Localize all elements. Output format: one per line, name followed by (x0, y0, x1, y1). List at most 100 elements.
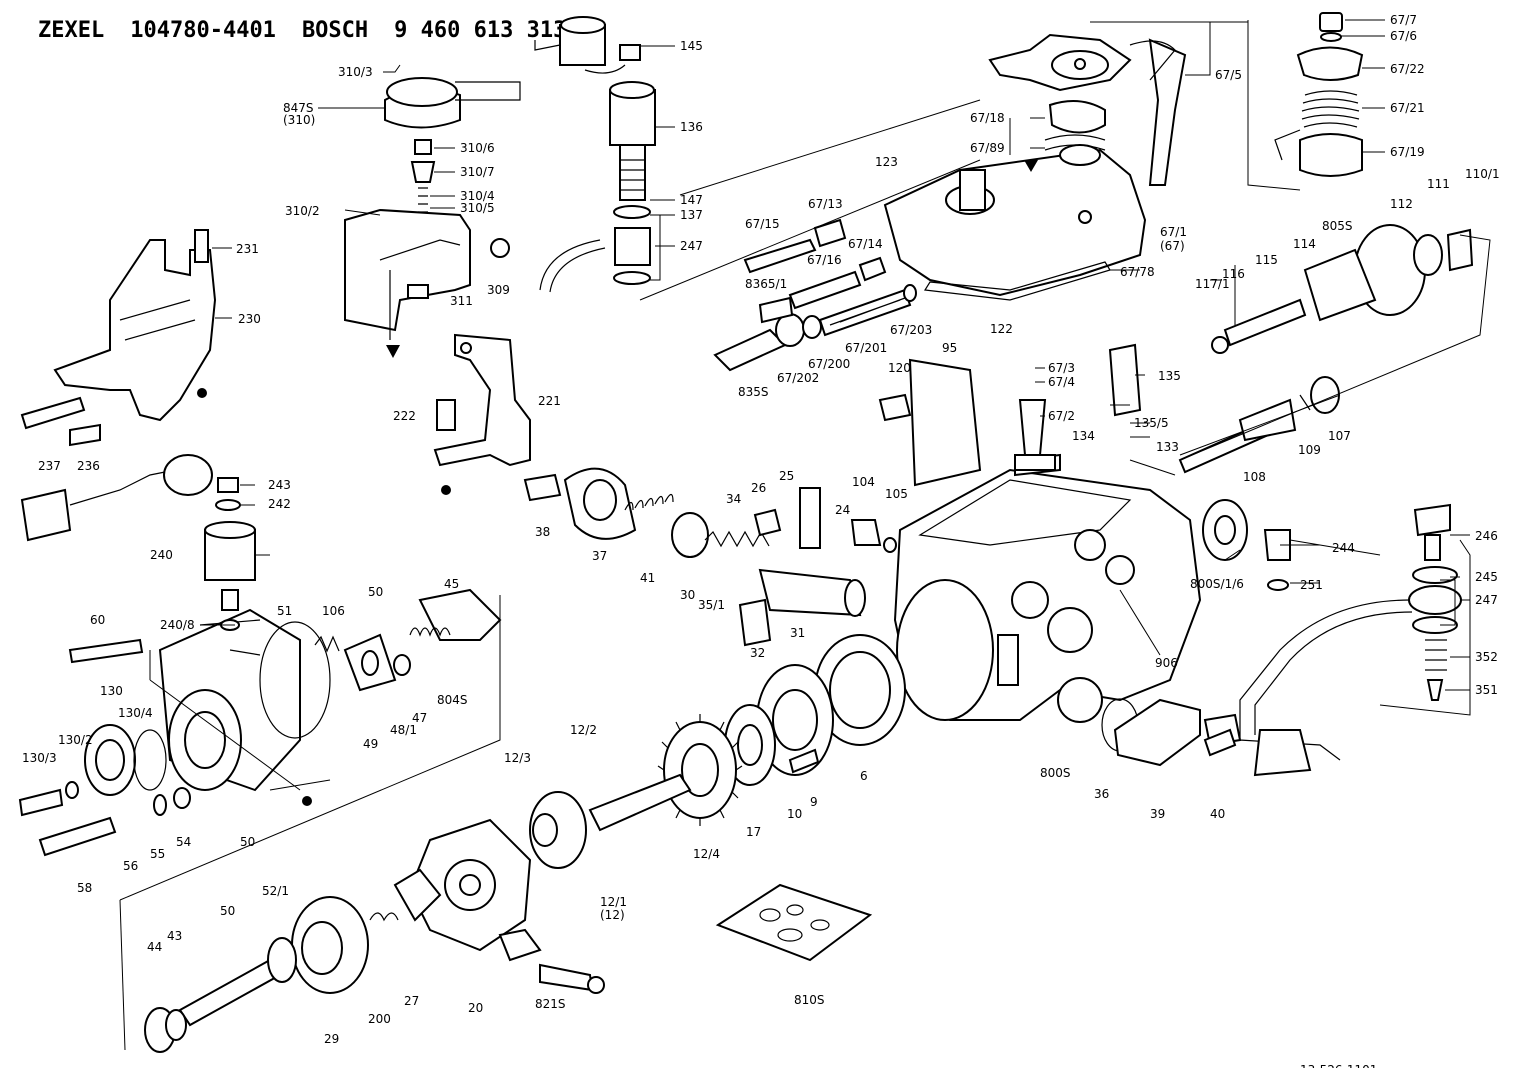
label-117-1: 117/1 (1195, 277, 1230, 291)
label-136: 136 (680, 120, 703, 134)
label-34: 34 (726, 492, 741, 506)
label-135-5: 135/5 (1134, 416, 1169, 430)
label-67-89: 67/89 (970, 141, 1005, 155)
leader-lines (200, 19, 1470, 691)
label-39: 39 (1150, 807, 1165, 821)
flyweight-assembly (1211, 224, 1474, 354)
drive-shaft (529, 714, 743, 869)
label-38: 38 (535, 525, 550, 539)
label-67-5: 67/5 (1215, 68, 1242, 82)
label-48-1: 48/1 (390, 723, 417, 737)
label-231: 231 (236, 242, 259, 256)
label-49: 49 (363, 737, 378, 751)
label-104: 104 (852, 475, 875, 489)
label-26: 26 (751, 481, 766, 495)
label-67-16: 67/16 (807, 253, 842, 267)
label-106: 106 (322, 604, 345, 618)
label-244: 244 (1332, 541, 1355, 555)
label-116: 116 (1222, 267, 1245, 281)
part-labels: 67/7 67/6 67/22 67/21 67/1 9 67/5 145 136… (22, 13, 1500, 1068)
label-200: 200 (368, 1012, 391, 1026)
label-52-1: 52/1 (262, 884, 289, 898)
label-25: 25 (779, 469, 794, 483)
header-part-zexel: 104780-4401 (130, 18, 276, 43)
label-804s: 804S (437, 693, 468, 707)
timer-cover (523, 467, 897, 647)
label-67-4: 67/4 (1048, 375, 1075, 389)
label-10: 10 (787, 807, 802, 821)
label-47: 47 (412, 711, 427, 725)
label-111: 111 (1427, 177, 1450, 191)
label-247-top: 247 (680, 239, 703, 253)
label-145: 145 (680, 39, 703, 53)
label-221: 221 (538, 394, 561, 408)
label-310-7: 310/7 (460, 165, 495, 179)
fuel-cut-solenoid (534, 16, 656, 293)
solenoid-240 (20, 454, 256, 611)
label-240: 240 (150, 548, 173, 562)
label-108: 108 (1243, 470, 1266, 484)
label-122: 122 (990, 322, 1013, 336)
label-43: 43 (167, 929, 182, 943)
label-12-1: 12/1 (600, 895, 627, 909)
label-800s: 800S (1040, 766, 1071, 780)
label-135: 135 (1158, 369, 1181, 383)
label-835s: 835S (738, 385, 769, 399)
label-805s: 805S (1322, 219, 1353, 233)
label-20: 20 (468, 1001, 483, 1015)
label-107: 107 (1328, 429, 1351, 443)
drive-flange (724, 634, 906, 786)
label-12-3: 12/3 (504, 751, 531, 765)
label-137: 137 (680, 208, 703, 222)
label-105: 105 (885, 487, 908, 501)
label-6: 6 (860, 769, 868, 783)
label-310-3: 310/3 (338, 65, 373, 79)
label-55: 55 (150, 847, 165, 861)
label-67-7: 67/7 (1390, 13, 1417, 27)
plunger-group (878, 343, 1340, 487)
governor-cover (883, 100, 1147, 301)
label-67-1: 67/1 (1160, 225, 1187, 239)
label-9: 9 (810, 795, 818, 809)
label-130-3: 130/3 (22, 751, 57, 765)
label-67-201: 67/201 (845, 341, 887, 355)
header-part-bosch: 9 460 613 313 (394, 18, 567, 43)
label-footer-code: 13-526-1101 (1300, 1063, 1377, 1068)
label-36: 36 (1094, 787, 1109, 801)
label-67-78: 67/78 (1120, 265, 1155, 279)
label-310-4: 310/4 (460, 189, 495, 203)
label-31: 31 (790, 626, 805, 640)
label-123: 123 (875, 155, 898, 169)
label-245: 245 (1475, 570, 1498, 584)
label-67-22: 67/22 (1390, 62, 1425, 76)
label-32: 32 (750, 646, 765, 660)
label-67-21: 67/21 (1390, 101, 1425, 115)
label-130-4: 130/4 (118, 706, 153, 720)
label-17: 17 (746, 825, 761, 839)
label-67-203: 67/203 (890, 323, 932, 337)
label-242: 242 (268, 497, 291, 511)
label-40: 40 (1210, 807, 1225, 821)
label-24: 24 (835, 503, 850, 517)
label-351: 351 (1475, 683, 1498, 697)
label-222: 222 (393, 409, 416, 423)
label-67-6: 67/6 (1390, 29, 1417, 43)
label-67-3: 67/3 (1048, 361, 1075, 375)
label-243: 243 (268, 478, 291, 492)
label-310-2: 310/2 (285, 204, 320, 218)
label-67-200: 67/200 (808, 357, 850, 371)
label-237: 237 (38, 459, 61, 473)
label-41: 41 (640, 571, 655, 585)
label-110-1: 110/1 (1465, 167, 1500, 181)
label-147: 147 (680, 193, 703, 207)
bracket-221 (433, 333, 531, 495)
label-37: 37 (592, 549, 607, 563)
label-35-1: 35/1 (698, 598, 725, 612)
label-115: 115 (1255, 253, 1278, 267)
label-67-paren: (67) (1160, 239, 1185, 253)
label-800s-1-6: 800S/1/6 (1190, 577, 1244, 591)
label-45: 45 (444, 577, 459, 591)
label-12-2: 12/2 (570, 723, 597, 737)
